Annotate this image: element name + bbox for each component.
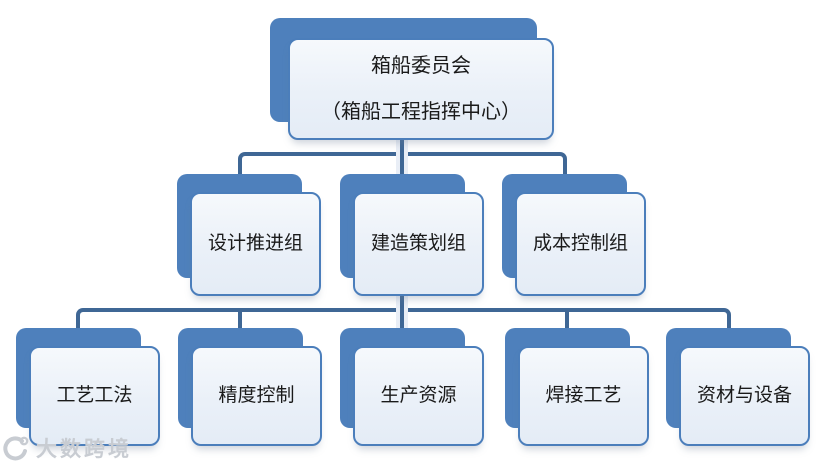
connector-stub-level3-4 xyxy=(565,308,569,328)
root-title-line1: 箱船委员会 xyxy=(371,55,471,77)
node-label: 设计推进组 xyxy=(207,233,303,254)
dashu-kuajing-logo-icon xyxy=(2,434,30,462)
node-card: 工艺工法 xyxy=(29,346,160,446)
node-label: 建造策划组 xyxy=(370,233,466,254)
node-label: 精度控制 xyxy=(218,385,295,406)
node-card: 焊接工艺 xyxy=(518,346,649,446)
node-label: 成本控制组 xyxy=(532,233,628,254)
connector-root-vertical xyxy=(400,139,404,174)
connector-stub-level3-2 xyxy=(238,308,242,328)
watermark-text: 大数跨境 xyxy=(36,438,132,461)
root-title-line2: （箱船工程指挥中心） xyxy=(321,101,521,123)
node-label: 焊接工艺 xyxy=(545,385,622,406)
node-card: 建造策划组 xyxy=(353,192,484,296)
node-card: 资材与设备 xyxy=(679,346,810,446)
node-card: 设计推进组 xyxy=(190,192,321,296)
node-label: 生产资源 xyxy=(380,385,457,406)
node-card: 箱船委员会 （箱船工程指挥中心） xyxy=(288,38,554,140)
node-card: 生产资源 xyxy=(353,346,484,446)
node-label: 工艺工法 xyxy=(56,385,133,406)
watermark: 大数跨境 xyxy=(2,433,132,463)
node-label: 资材与设备 xyxy=(696,385,792,406)
node-card: 精度控制 xyxy=(191,346,322,446)
node-card: 成本控制组 xyxy=(515,192,646,296)
connector-middle-vertical xyxy=(400,296,404,328)
